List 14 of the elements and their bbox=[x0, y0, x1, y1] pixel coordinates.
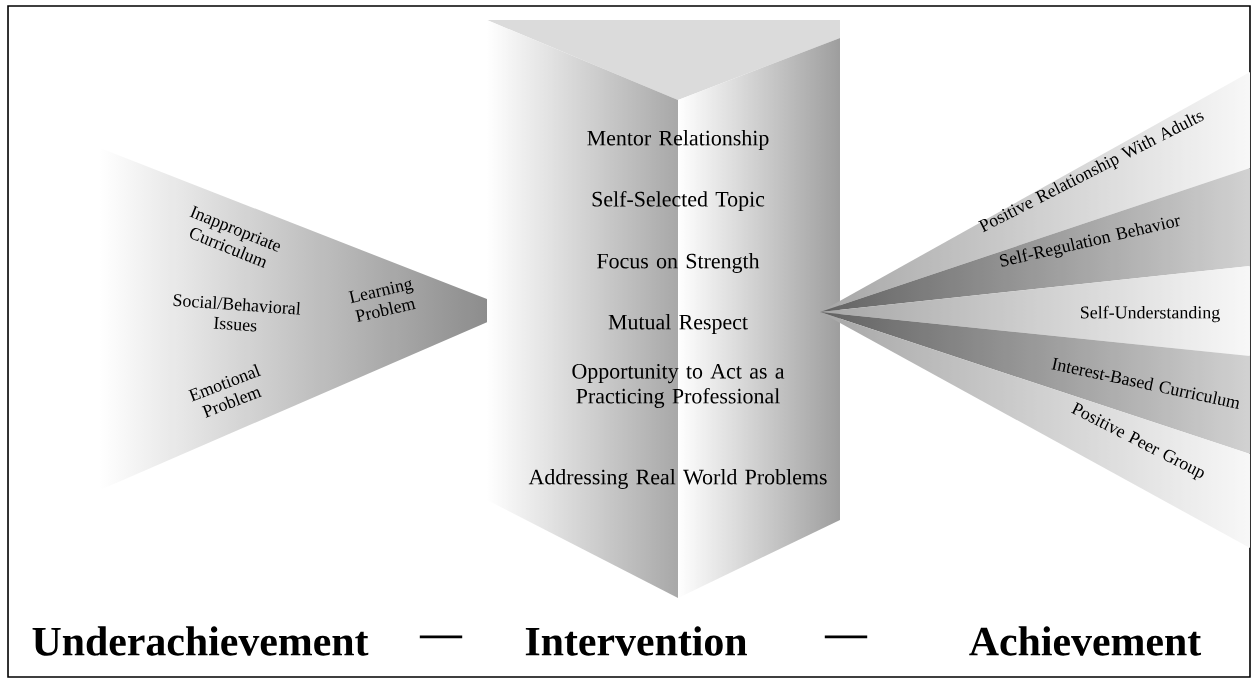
text-label: Mentor Relationship bbox=[587, 130, 769, 150]
text-label: Focus on Strength bbox=[597, 253, 760, 273]
heading-word: — bbox=[419, 635, 463, 639]
heading-word: Achievement bbox=[969, 626, 1201, 656]
text-label: Opportunity to Act as a Practicing Professional bbox=[572, 363, 785, 409]
text-label: Mutual Respect bbox=[608, 314, 748, 334]
heading-word: — bbox=[824, 635, 868, 639]
prism-shape bbox=[487, 20, 840, 598]
text-label: Social/Behavioral Issues bbox=[173, 294, 301, 332]
text-label: Self-Understanding bbox=[1081, 305, 1220, 323]
text-label: Learning Problem bbox=[348, 279, 416, 323]
text-label: Self-Selected Topic bbox=[592, 190, 765, 212]
heading-word: Underachievement bbox=[32, 626, 369, 656]
text-label: Addressing Real World Problems bbox=[528, 469, 827, 489]
